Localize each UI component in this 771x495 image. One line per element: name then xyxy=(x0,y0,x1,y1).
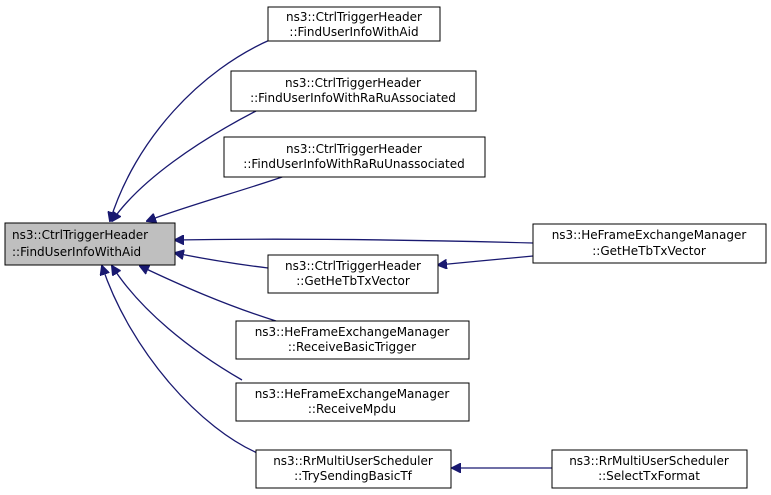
node-find-user-info-ra-ru-unassociated[interactable]: ns3::CtrlTriggerHeader ::FindUserInfoWit… xyxy=(223,136,486,178)
node-trigger-get-he-tb-tx-vector[interactable]: ns3::CtrlTriggerHeader ::GetHeTbTxVector xyxy=(267,254,439,294)
edge-ra-ru-unassoc-to-focus xyxy=(147,174,289,221)
node-try-sending-line2: ::TrySendingBasicTf xyxy=(294,469,413,483)
node-focus-line1: ns3::CtrlTriggerHeader xyxy=(12,228,148,242)
edges xyxy=(102,38,552,468)
edge-try-sending-to-focus xyxy=(102,266,263,456)
edge-receive-mpdu-to-focus xyxy=(112,266,243,381)
node-receive-basic-trigger-line2: ::ReceiveBasicTrigger xyxy=(288,340,416,354)
node-select-tx-format[interactable]: ns3::RrMultiUserScheduler ::SelectTxForm… xyxy=(551,449,748,489)
node-trigger-get-tb-line2: ::GetHeTbTxVector xyxy=(296,274,410,288)
edge-he-get-tb-to-focus xyxy=(175,239,534,243)
node-ra-ru-unassoc-line2: ::FindUserInfoWithRaRuUnassociated xyxy=(243,157,464,171)
node-find-user-info-ra-ru-associated[interactable]: ns3::CtrlTriggerHeader ::FindUserInfoWit… xyxy=(230,70,477,112)
edge-trigger-get-tb-to-focus xyxy=(175,253,269,269)
node-select-tx-line1: ns3::RrMultiUserScheduler xyxy=(569,454,729,468)
node-focus-line2: ::FindUserInfoWithAid xyxy=(12,245,141,259)
node-receive-mpdu[interactable]: ns3::HeFrameExchangeManager ::ReceiveMpd… xyxy=(235,382,470,422)
edge-ra-ru-assoc-to-focus xyxy=(112,110,257,221)
node-ra-ru-unassoc-line1: ns3::CtrlTriggerHeader xyxy=(286,142,422,156)
node-find-user-info-with-aid[interactable]: ns3::CtrlTriggerHeader ::FindUserInfoWit… xyxy=(267,6,441,42)
node-receive-basic-trigger[interactable]: ns3::HeFrameExchangeManager ::ReceiveBas… xyxy=(235,320,470,360)
node-focus-find-user-info-with-aid[interactable]: ns3::CtrlTriggerHeader ::FindUserInfoWit… xyxy=(4,222,176,266)
node-receive-mpdu-line2: ::ReceiveMpdu xyxy=(308,402,396,416)
node-find-aid-line1: ns3::CtrlTriggerHeader xyxy=(286,10,422,24)
node-receive-basic-trigger-line1: ns3::HeFrameExchangeManager xyxy=(255,325,450,339)
node-ra-ru-assoc-line2: ::FindUserInfoWithRaRuAssociated xyxy=(250,91,456,105)
node-try-sending-basic-tf[interactable]: ns3::RrMultiUserScheduler ::TrySendingBa… xyxy=(255,449,452,489)
edge-receive-basic-trigger-to-focus xyxy=(140,266,277,322)
node-find-aid-line2: ::FindUserInfoWithAid xyxy=(289,25,418,39)
edge-he-get-tb-to-trigger-get-tb xyxy=(438,255,534,265)
node-ra-ru-assoc-line1: ns3::CtrlTriggerHeader xyxy=(285,76,421,90)
edge-find-aid-to-focus xyxy=(110,38,273,221)
nodes: ns3::CtrlTriggerHeader ::FindUserInfoWit… xyxy=(4,6,767,489)
node-he-get-tb-line1: ns3::HeFrameExchangeManager xyxy=(552,228,747,242)
node-receive-mpdu-line1: ns3::HeFrameExchangeManager xyxy=(255,387,450,401)
node-he-get-he-tb-tx-vector[interactable]: ns3::HeFrameExchangeManager ::GetHeTbTxV… xyxy=(532,223,767,264)
node-select-tx-line2: ::SelectTxFormat xyxy=(598,469,700,483)
node-try-sending-line1: ns3::RrMultiUserScheduler xyxy=(273,454,433,468)
node-trigger-get-tb-line1: ns3::CtrlTriggerHeader xyxy=(285,259,421,273)
node-he-get-tb-line2: ::GetHeTbTxVector xyxy=(592,244,706,258)
